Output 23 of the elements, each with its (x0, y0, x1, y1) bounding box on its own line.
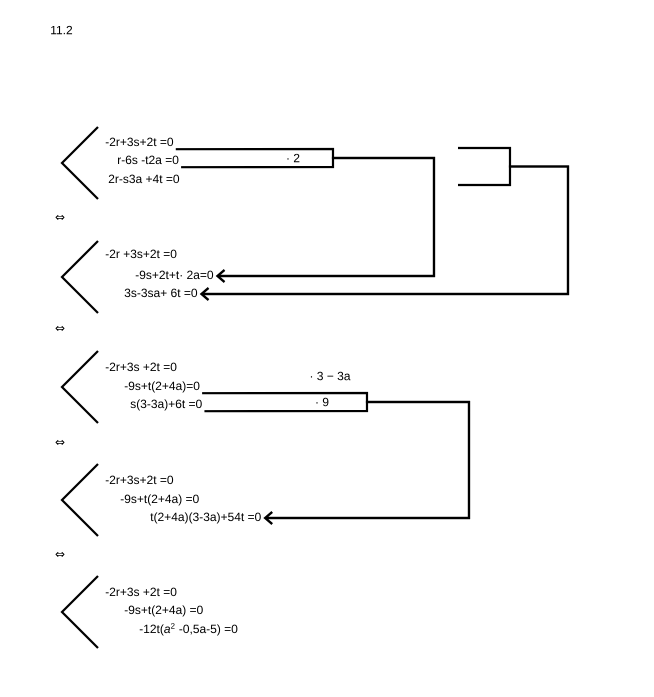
exercise-number: 11.2 (51, 26, 72, 34)
equation: -2r +3s+2t =0 (106, 250, 176, 258)
edge-label: · 2 (287, 154, 300, 162)
edge-label: · 9 (316, 398, 328, 406)
equation: t(2+4a)(3-3a)+54t =0 (150, 512, 261, 524)
equivalence-sign: ⇔ (56, 326, 64, 331)
equation: -12t(a$^{2}$ -0,5a-5) =0 (140, 623, 238, 636)
equation: -2r+3s+2t =0 (106, 476, 174, 484)
equation: -2r+3s+2t =0 (106, 138, 174, 146)
equation: -9s+2t+t· 2a=0 (136, 270, 214, 280)
equation: -2r+3s +2t =0 (106, 362, 176, 372)
equivalence-sign: ⇔ (56, 552, 64, 557)
equation: -9s+t(2+4a)=0 (124, 381, 200, 392)
equation: -2r+3s +2t =0 (106, 588, 176, 596)
equation: -9s+t(2+4a) =0 (124, 605, 203, 616)
equivalence-sign: ⇔ (56, 214, 64, 220)
equivalence-sign: ⇔ (56, 440, 64, 445)
equation: 3s-3sa+ 6t =0 (124, 288, 198, 298)
equation: -9s+t(2+4a) =0 (120, 494, 199, 506)
edge-label: · 3 − 3a (310, 372, 350, 380)
equation: 2r-s3a +4t =0 (108, 174, 180, 184)
equation: r-6s -t2a =0 (118, 156, 178, 164)
equation: s(3-3a)+6t =0 (130, 399, 202, 410)
